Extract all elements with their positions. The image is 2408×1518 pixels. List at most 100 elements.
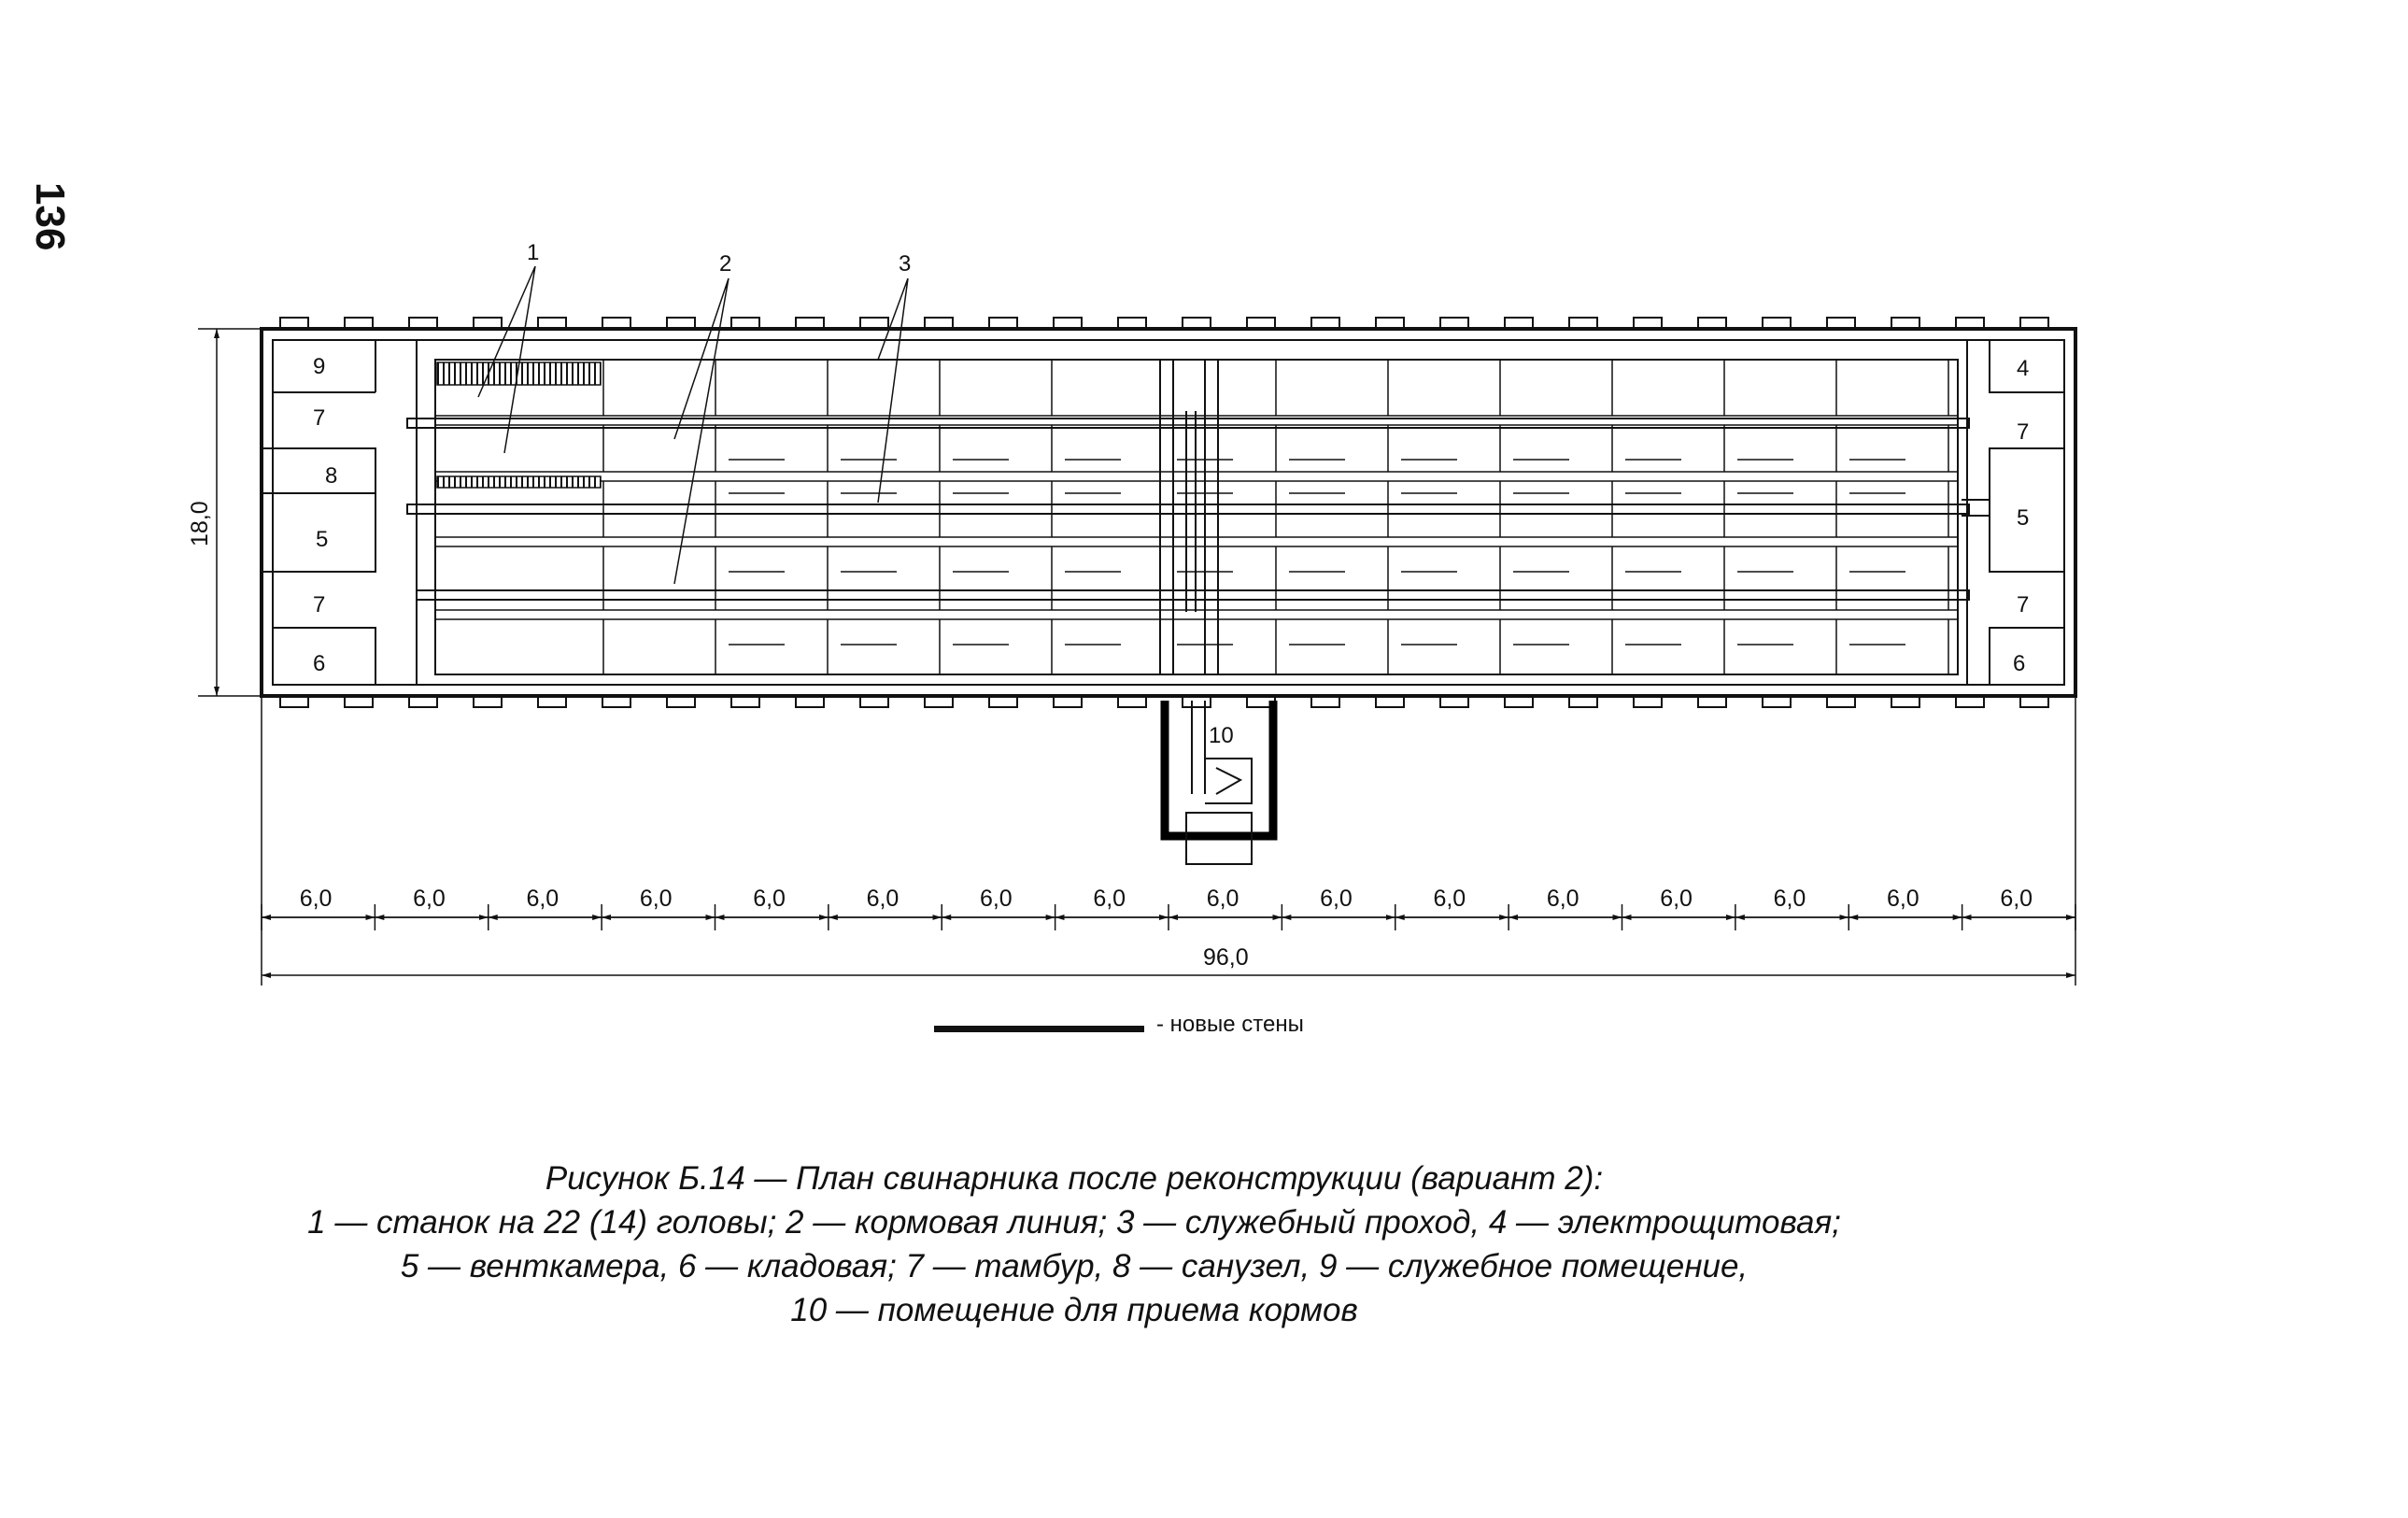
feed-line-middle <box>406 504 1970 515</box>
buttress <box>279 317 309 329</box>
room-4-label: 4 <box>2017 356 2029 381</box>
buttress <box>1568 317 1598 329</box>
buttress <box>924 696 954 708</box>
buttress <box>859 317 889 329</box>
depth-dimension-label: 18,0 <box>187 501 213 546</box>
buttress <box>1826 317 1856 329</box>
bay-dimension-label: 6,0 <box>1207 886 1239 912</box>
buttress <box>730 696 760 708</box>
buttress <box>1182 696 1211 708</box>
room-5-left-label: 5 <box>316 527 328 552</box>
buttress <box>473 317 503 329</box>
wall-buttresses <box>279 317 2049 708</box>
buttress <box>1246 317 1276 329</box>
bay-dimension-label: 6,0 <box>640 886 673 912</box>
buttress <box>1891 317 1920 329</box>
callout-3-label: 3 <box>899 251 911 277</box>
buttress <box>1762 696 1792 708</box>
buttress <box>1762 317 1792 329</box>
buttress <box>602 317 631 329</box>
bay-dimension-label: 6,0 <box>2000 886 2033 912</box>
caption-line-2: 1 — станок на 22 (14) головы; 2 — кормов… <box>307 1204 1841 1241</box>
room-7-top-left-label: 7 <box>313 405 325 431</box>
buttress <box>1182 317 1211 329</box>
buttress <box>730 317 760 329</box>
buttress <box>1053 696 1083 708</box>
buttress <box>1891 696 1920 708</box>
buttress <box>537 696 567 708</box>
buttress <box>666 696 696 708</box>
buttress <box>795 696 825 708</box>
buttress <box>1117 696 1147 708</box>
buttress <box>1117 317 1147 329</box>
callout-2-label: 2 <box>719 251 731 277</box>
room-7-bottom-left-label: 7 <box>313 592 325 617</box>
left-end-rooms: 9 7 8 5 7 6 <box>263 340 418 685</box>
room-6-left-label: 6 <box>313 651 325 676</box>
length-dimension-label: 96,0 <box>1203 944 1249 971</box>
buttress <box>1697 696 1727 708</box>
buttress <box>408 317 438 329</box>
buttress <box>1439 696 1469 708</box>
bay-dimension-label: 6,0 <box>867 886 899 912</box>
bay-dimension-label: 6,0 <box>1547 886 1579 912</box>
bay-dimension-label: 6,0 <box>1093 886 1126 912</box>
caption-line-1: Рисунок Б.14 — План свинарника после рек… <box>545 1160 1604 1197</box>
buttress <box>1504 696 1534 708</box>
buttress <box>1955 317 1985 329</box>
buttress <box>1697 317 1727 329</box>
figure-caption: Рисунок Б.14 — План свинарника после рек… <box>140 1156 2008 1332</box>
buttress <box>1633 317 1663 329</box>
room-7-bottom-right-label: 7 <box>2017 592 2029 617</box>
buttress <box>859 696 889 708</box>
caption-line-4: 10 — помещение для приема кормов <box>790 1292 1358 1328</box>
bay-dimension-label: 6,0 <box>980 886 1013 912</box>
buttress <box>1439 317 1469 329</box>
room-8-label: 8 <box>325 463 337 489</box>
buttress <box>1310 317 1340 329</box>
feed-line-top <box>406 418 1970 429</box>
bay-dimension-label: 6,0 <box>1774 886 1806 912</box>
buttress <box>988 317 1018 329</box>
buttress <box>1955 696 1985 708</box>
buttress <box>279 696 309 708</box>
buttress <box>537 317 567 329</box>
buttress <box>1053 317 1083 329</box>
bay-dimension-label: 6,0 <box>413 886 446 912</box>
buttress <box>988 696 1018 708</box>
buttress <box>795 317 825 329</box>
buttress <box>408 696 438 708</box>
buttress <box>473 696 503 708</box>
buttress <box>602 696 631 708</box>
buttress <box>2019 696 2049 708</box>
buttress <box>344 317 374 329</box>
room-9-label: 9 <box>313 354 325 379</box>
buttress <box>344 696 374 708</box>
buttress <box>1375 317 1405 329</box>
buttress <box>666 317 696 329</box>
bay-dimension-label: 6,0 <box>1887 886 1919 912</box>
legend-label: - новые стены <box>1156 1012 1304 1037</box>
room-7-top-right-label: 7 <box>2017 419 2029 445</box>
room-5-right-label: 5 <box>2017 505 2029 531</box>
callout-1-label: 1 <box>527 240 539 265</box>
buttress <box>1568 696 1598 708</box>
bay-dimension-label: 6,0 <box>1433 886 1466 912</box>
bay-dimension-label: 6,0 <box>526 886 559 912</box>
room-10-label: 10 <box>1209 723 1234 748</box>
buttress <box>2019 317 2049 329</box>
room-6-right-label: 6 <box>2013 651 2025 676</box>
new-walls-legend-line <box>934 1026 1144 1032</box>
buttress <box>1504 317 1534 329</box>
buttress <box>924 317 954 329</box>
buttress <box>1826 696 1856 708</box>
caption-line-3: 5 — венткамера, 6 — кладовая; 7 — тамбур… <box>400 1248 1749 1284</box>
right-end-rooms: 4 7 5 7 6 <box>1962 340 2064 685</box>
bay-dimension-label: 6,0 <box>1660 886 1693 912</box>
feed-line-bottom <box>416 589 1970 601</box>
bay-dimensions: 6,0 6,0 6,0 6,0 6,0 6,0 6,0 6,0 6,0 6,0 6,0 6,0 6,0 6… <box>261 696 2076 986</box>
depth-dimension: 18,0 <box>187 328 262 697</box>
bay-dimension-label: 6,0 <box>753 886 786 912</box>
buttress <box>1633 696 1663 708</box>
